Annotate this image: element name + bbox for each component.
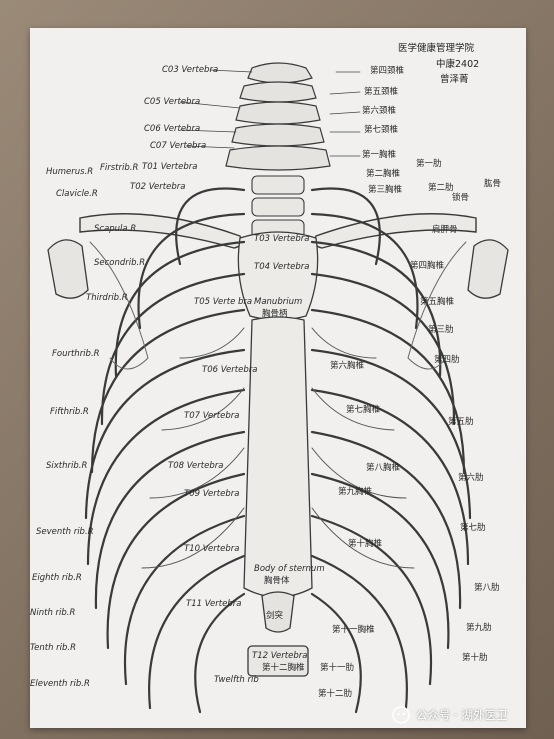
label-t4-cn: 第四胸椎 [410, 261, 445, 271]
label-t07-vertebra: T07 Vertebra [184, 411, 240, 421]
label-rib3-cn: 第三肋 [428, 325, 454, 335]
watermark-text: 公众号 · 湖外医卫 [416, 708, 508, 722]
label-second-rib-r: Secondrib.R [94, 258, 146, 268]
wechat-official-account-icon [392, 706, 410, 724]
label-body-of-sternum: Body of sternum [254, 564, 325, 574]
label-tenth-rib-r: Tenth rib.R [30, 643, 77, 653]
label-t7-cn: 第七胸椎 [346, 405, 381, 415]
label-c07-vertebra: C07 Vertebra [150, 141, 207, 151]
header-class: 中康2402 [436, 59, 480, 70]
leader-lines [179, 69, 361, 157]
label-t01-vertebra: T01 Vertebra [142, 162, 198, 172]
label-t12-cn: 第十二胸椎 [262, 663, 305, 673]
label-t02-vertebra: T02 Vertebra [130, 182, 186, 192]
label-t8-cn: 第八胸椎 [366, 463, 401, 473]
label-c06-vertebra: C06 Vertebra [144, 124, 201, 134]
label-t04-vertebra: T04 Vertebra [254, 262, 310, 272]
label-first-rib-r: Firstrib.R [100, 163, 139, 173]
label-rib4-cn: 第四肋 [434, 355, 460, 365]
label-scapula-cn: 肩胛骨 [432, 225, 458, 235]
label-humerus-r: Humerus.R [46, 167, 94, 177]
label-t3-cn: 第三胸椎 [368, 185, 403, 195]
label-t6-cn: 第六胸椎 [330, 361, 365, 371]
humeri [47, 239, 509, 299]
label-t10-vertebra: T10 Vertebra [184, 544, 240, 554]
label-manubrium: Manubrium [254, 297, 303, 307]
label-t11-cn: 第十一胸椎 [332, 625, 375, 635]
label-t9-cn: 第九胸椎 [338, 487, 373, 497]
label-humerus-cn: 肱骨 [484, 179, 502, 189]
label-rib12-cn: 第十二肋 [318, 689, 353, 699]
ribs-right [310, 187, 472, 714]
label-clavicle-r: Clavicle.R [56, 189, 98, 199]
label-rib9-cn: 第九肋 [466, 623, 492, 633]
label-c4-cn: 第四颈椎 [370, 66, 405, 76]
label-t11-vertebra: T11 Vertebra [186, 599, 242, 609]
label-third-rib-r: Thirdrib.R [86, 293, 128, 303]
cervical-vertebrae [225, 62, 331, 171]
label-rib5-cn: 第五肋 [448, 417, 474, 427]
label-c03-vertebra: C03 Vertebra [162, 65, 219, 75]
label-c7-cn: 第七颈椎 [364, 125, 399, 135]
label-c6-cn: 第六颈椎 [362, 106, 397, 116]
label-rib11-cn: 第十一肋 [320, 663, 355, 673]
label-c05-vertebra: C05 Vertebra [144, 97, 201, 107]
label-c5-cn: 第五颈椎 [364, 87, 399, 97]
watermark: 公众号 · 湖外医卫 [392, 704, 507, 726]
label-xiphoid-cn: 剑突 [266, 611, 284, 621]
label-rib10-cn: 第十肋 [462, 653, 488, 663]
costal-cartilages [141, 327, 415, 569]
label-body-of-sternum-cn: 胸骨体 [264, 576, 290, 586]
label-t12-vertebra: T12 Vertebra [252, 651, 308, 661]
scapulae [89, 241, 467, 370]
header-school: 医学健康管理学院 [398, 43, 475, 54]
label-twelfth-rib: Twelfth rib [214, 675, 259, 685]
label-t2-cn: 第二胸椎 [366, 169, 401, 179]
label-ninth-rib-r: Ninth rib.R [30, 608, 76, 618]
label-manubrium-cn: 胸骨柄 [262, 309, 288, 319]
label-clavicle-cn: 锁骨 [452, 193, 470, 203]
label-t10-cn: 第十胸椎 [348, 539, 383, 549]
label-scapula-r: Scapula.R [94, 224, 137, 234]
label-rib6-cn: 第六肋 [458, 473, 484, 483]
label-eighth-rib-r: Eighth rib.R [32, 573, 82, 583]
header-author: 曾泽菁 [440, 74, 469, 85]
label-fifth-rib-r: Fifthrib.R [50, 407, 89, 417]
label-t5-cn: 第五胸椎 [420, 297, 455, 307]
label-rib7-cn: 第七肋 [460, 523, 486, 533]
label-t1-cn: 第一胸椎 [362, 150, 397, 160]
label-sixth-rib-r: Sixthrib.R [46, 461, 88, 471]
label-rib8-cn: 第八肋 [474, 583, 500, 593]
rib-cage-pencil-drawing [47, 62, 509, 714]
label-rib1-cn: 第一肋 [416, 159, 442, 169]
label-t03-vertebra: T03 Vertebra [254, 234, 310, 244]
label-t05-vertebra: T05 Verte bra [194, 297, 253, 307]
label-rib2-cn: 第二肋 [428, 183, 454, 193]
label-seventh-rib-r: Seventh rib.R [36, 527, 94, 537]
label-eleventh-rib-r: Eleventh rib.R [30, 679, 90, 689]
label-t08-vertebra: T08 Vertebra [168, 461, 224, 471]
label-fourth-rib-r: Fourthrib.R [52, 349, 100, 359]
label-t09-vertebra: T09 Vertebra [184, 489, 240, 499]
sternum [237, 231, 319, 677]
label-t06-vertebra: T06 Vertebra [202, 365, 258, 375]
ribs-left [84, 187, 246, 714]
